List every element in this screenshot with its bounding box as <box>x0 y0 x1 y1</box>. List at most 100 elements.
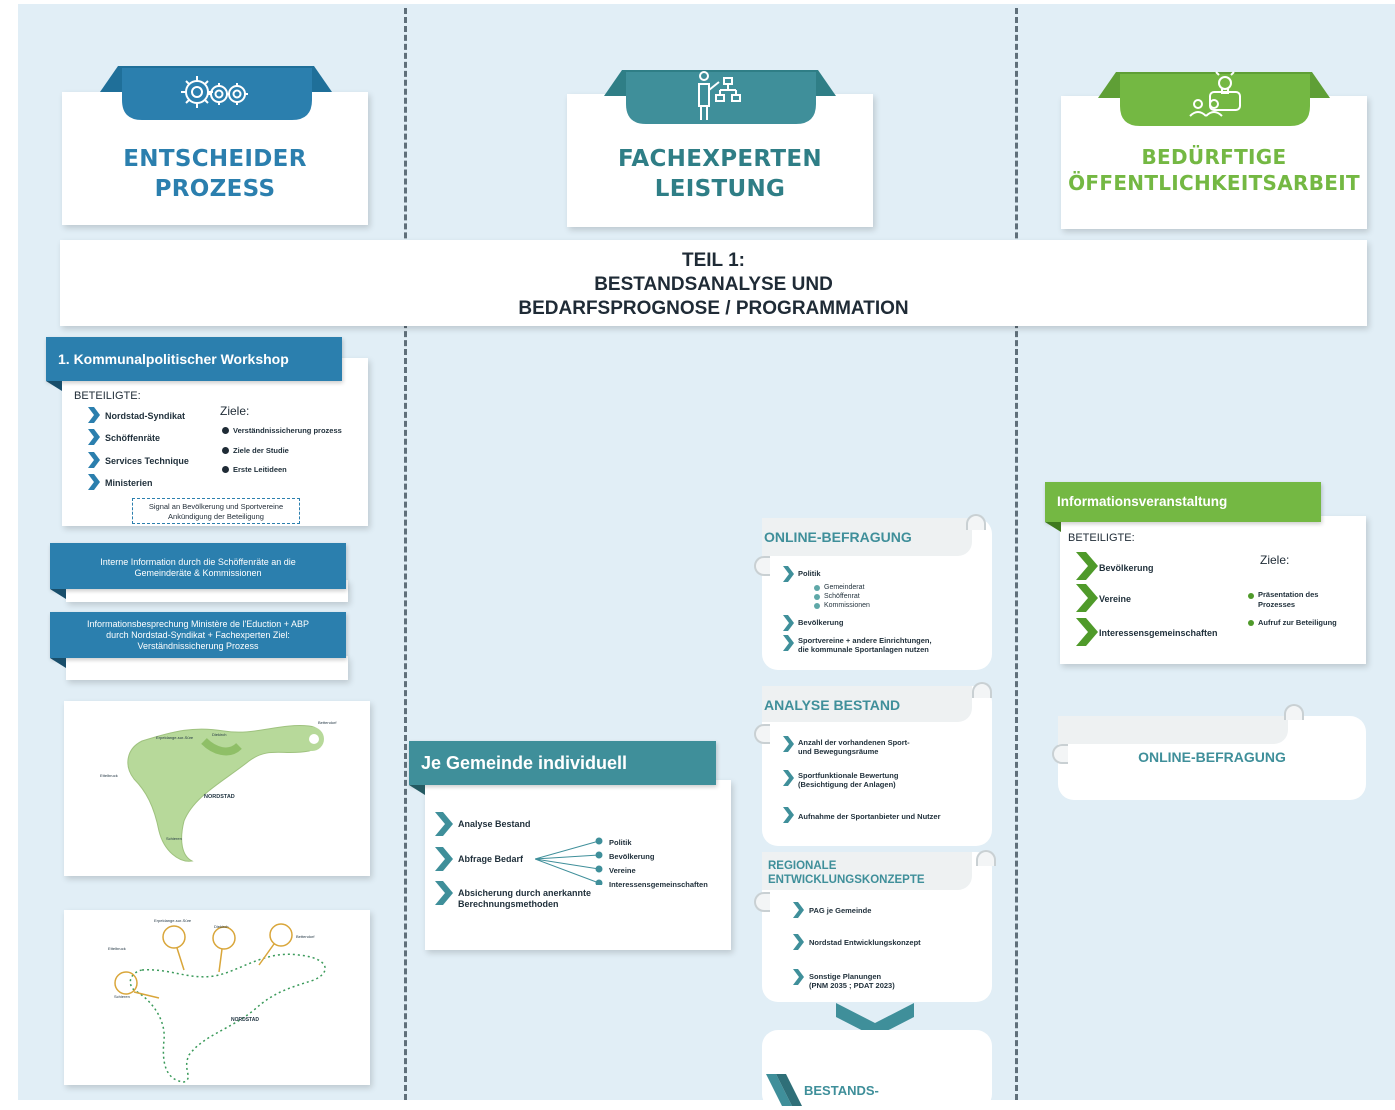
participant-item: Services Technique <box>105 456 189 466</box>
goal-item: Ziele der Studie <box>233 446 289 455</box>
bullet-dot <box>222 427 229 434</box>
map-label: Erpeldange-sur-Sûre <box>154 918 192 923</box>
chevron-right-icon <box>88 407 100 423</box>
chevron-right-icon <box>793 934 804 950</box>
chevron-right-icon <box>1076 618 1098 646</box>
info-ribbon: Informationsveranstaltung <box>1045 482 1321 522</box>
scroll-header <box>1058 716 1288 744</box>
gears-icon <box>100 66 332 120</box>
scroll-curl <box>754 892 770 912</box>
gemeinde-item: Absicherung durch anerkannte <box>458 888 592 898</box>
ribbon-fold <box>1045 522 1061 532</box>
gemeinde-ribbon: Je Gemeinde individuell <box>409 741 716 785</box>
workshop-card: BETEILIGTE: Nordstad-Syndikat Schöffenrä… <box>62 358 368 526</box>
ribbon-fold <box>50 589 66 599</box>
analyse-item: Anzahl der vorhandenen Sport- <box>798 738 910 747</box>
column-divider <box>404 8 407 1100</box>
map-label: Bettendorf <box>318 720 337 725</box>
online-item: Sportvereine + andere Einrichtungen, <box>798 636 932 645</box>
bullet-dot <box>222 447 229 454</box>
bestands-card: BESTANDS- <box>762 1030 992 1110</box>
branch-lines <box>535 837 603 885</box>
analyse-item: Sportfunktionale Bewertung <box>798 771 899 780</box>
regionale-title-line2: ENTWICKLUNGSKONZEPTE <box>768 874 925 886</box>
scroll-curl <box>754 724 770 744</box>
chevron-right-icon <box>88 474 100 490</box>
online-right-title: ONLINE-BEFRAGUNG <box>1138 749 1286 765</box>
map-label-center: NORDSTAD <box>231 1017 259 1023</box>
analyse-title: ANALYSE BESTAND <box>764 697 901 713</box>
ribbon-fold <box>50 658 66 668</box>
chevron-right-icon <box>1076 584 1098 612</box>
map-label: Ettelbruck <box>108 946 126 951</box>
interne-line1: Interne Information durch die Schöffenrä… <box>100 557 296 567</box>
info-title: Informationsveranstaltung <box>1057 494 1228 509</box>
scroll-curl <box>754 556 770 576</box>
map-label: Ettelbruck <box>100 773 118 778</box>
chevron-right-icon <box>783 736 794 752</box>
people-lightbulb-icon <box>1098 71 1330 126</box>
branch-label: Interessensgemeinschaften <box>609 880 708 889</box>
chevron-right-icon <box>435 812 453 836</box>
signal-line2: Ankündigung der Beteiligung <box>168 512 264 521</box>
branch-label: Bevölkerung <box>609 852 655 861</box>
online-item: die kommunale Sportanlagen nutzen <box>798 645 929 654</box>
scroll-header <box>762 686 972 722</box>
gemeinde-card: Analyse Bestand Abfrage Bedarf Absicheru… <box>425 780 731 950</box>
online-sub: Gemeinderat <box>824 584 865 591</box>
online-sub: Schöffenrat <box>824 593 860 600</box>
presenter-flowchart-icon <box>604 70 836 124</box>
chevron-right-icon <box>783 566 794 582</box>
bullet-dot <box>1248 593 1254 599</box>
ribbon-fold <box>46 381 62 391</box>
bullet-dot <box>814 585 820 591</box>
column-title-line1: FACHEXPERTEN <box>618 146 822 172</box>
map-label: Diekirch <box>214 924 229 929</box>
map-label: Erpeldange-sur-Sûre <box>156 735 194 740</box>
regionale-card: REGIONALE ENTWICKLUNGSKONZEPTE PAG je Ge… <box>754 850 996 1002</box>
info-participant: Bevölkerung <box>1099 563 1154 573</box>
scroll-curl <box>966 514 986 530</box>
info-goal: Prozesses <box>1258 600 1296 609</box>
regionale-item: Nordstad Entwicklungskonzept <box>809 938 921 947</box>
column-divider <box>1015 8 1018 1100</box>
info-participant: Interessensgemeinschaften <box>1099 628 1218 638</box>
chevron-right-icon <box>88 452 100 468</box>
nordstad-map-dotted: NORDSTAD Erpeldange-sur-Sûre Diekirch Be… <box>64 910 370 1085</box>
branch-label: Politik <box>609 838 632 847</box>
participant-item: Nordstad-Syndikat <box>105 411 186 421</box>
chevron-right-icon <box>793 902 804 918</box>
banner-line1: TEIL 1: <box>682 250 745 271</box>
online-sub: Kommissionen <box>824 602 870 609</box>
chevron-right-icon <box>793 969 804 985</box>
goal-item: Erste Leitideen <box>233 465 287 474</box>
chevron-right-icon <box>783 635 794 651</box>
chevron-right-icon <box>88 429 100 445</box>
bullet-dot <box>814 594 820 600</box>
chevron-right-icon <box>435 847 453 871</box>
chevron-right-icon <box>783 770 794 786</box>
ribbon-fold <box>409 785 425 795</box>
scroll-curl <box>1284 704 1304 720</box>
goals-label: Ziele: <box>1260 553 1290 567</box>
map-label: Schieren <box>114 994 130 999</box>
column-title-line1: BEDÜRFTIGE <box>1141 145 1287 169</box>
besprechung-card-back <box>66 656 348 680</box>
besprechung-line2: durch Nordstad-Syndikat + Fachexperten Z… <box>106 630 290 640</box>
map-label: Diekirch <box>212 732 227 737</box>
banner-line3: BEDARFSPROGNOSE / PROGRAMMATION <box>518 298 909 319</box>
besprechung-line3: Verständnissicherung Prozess <box>137 641 259 651</box>
column-title-line2: LEISTUNG <box>654 176 786 202</box>
goals-label: Ziele: <box>220 404 250 418</box>
interne-ribbon: Interne Information durch die Schöffenrä… <box>50 543 346 589</box>
bestands-title: BESTANDS- <box>804 1083 879 1098</box>
info-goal: Aufruf zur Beteiligung <box>1258 618 1337 627</box>
interne-line2: Gemeinderäte & Kommissionen <box>134 568 262 578</box>
scroll-header <box>762 518 972 556</box>
participant-item: Schöffenräte <box>105 433 161 443</box>
online-befragung-card: ONLINE-BEFRAGUNG Politik Gemeinderat Sch… <box>754 514 992 670</box>
map-label: Bettendorf <box>296 934 315 939</box>
analyse-bestand-card: ANALYSE BESTAND Anzahl der vorhandenen S… <box>754 682 992 846</box>
regionale-item: (PNM 2035 ; PDAT 2023) <box>809 981 895 990</box>
goal-item: Verständnissicherung prozess <box>233 426 342 435</box>
